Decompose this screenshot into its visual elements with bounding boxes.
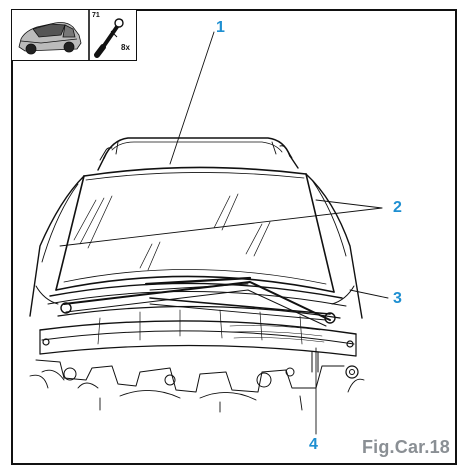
figure-frame — [11, 9, 457, 465]
callout-2: 2 — [393, 199, 402, 216]
tool-quantity: 8x — [121, 43, 130, 52]
tool-ref-number: 71 — [92, 12, 100, 19]
engine-bay — [29, 351, 365, 413]
scuttle-panel — [39, 282, 357, 357]
figure-caption: Fig.Car.18 — [361, 437, 450, 457]
a-pillars — [29, 173, 363, 319]
tool-icon — [94, 18, 124, 58]
car-icon — [18, 22, 82, 55]
windscreen-glass — [55, 166, 335, 293]
roof-outline — [97, 137, 299, 171]
header-icons — [11, 9, 137, 61]
wiper-arms — [60, 276, 336, 327]
mounting-bolts — [42, 338, 359, 379]
leader-lines — [59, 31, 389, 435]
callout-1: 1 — [216, 19, 225, 36]
callout-3: 3 — [393, 290, 402, 307]
windscreen-drawing — [29, 31, 389, 435]
callout-4: 4 — [309, 436, 318, 453]
